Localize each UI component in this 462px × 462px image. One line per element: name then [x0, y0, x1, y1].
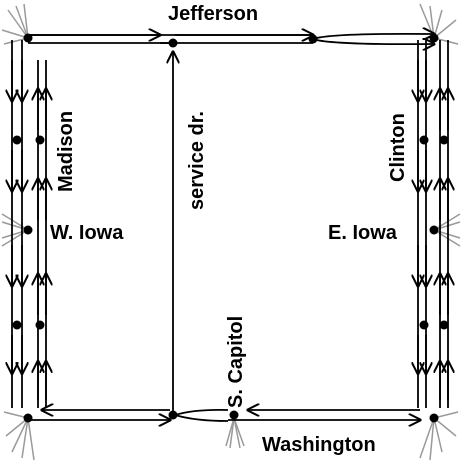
intersection-node [439, 135, 449, 145]
road-stub [433, 417, 443, 453]
intersection-node [429, 33, 439, 43]
road-stub [11, 417, 29, 453]
road-stub [433, 213, 461, 231]
intersection-nodes [12, 33, 449, 423]
intersection-node [23, 33, 33, 43]
road-stub [233, 417, 245, 447]
road-stub [21, 417, 29, 459]
jefferson-label: Jefferson [168, 3, 258, 25]
service-drive-label: service dr. [186, 111, 208, 210]
road-stub [5, 417, 29, 437]
intersection-node [229, 410, 239, 420]
madison-label: Madison [55, 111, 77, 192]
lane-direction-arrows [12, 60, 448, 400]
intersection-node [429, 225, 439, 235]
intersection-node [12, 135, 22, 145]
road-stub [229, 417, 235, 449]
road-stub [1, 229, 29, 239]
washington-street [28, 410, 420, 421]
intersection-node [12, 320, 22, 330]
jefferson-street [28, 34, 434, 44]
road-stub [27, 417, 35, 461]
w-iowa-label: W. Iowa [50, 222, 124, 244]
road-stub [433, 221, 461, 231]
e-iowa-label: E. Iowa [328, 222, 398, 244]
intersection-node [439, 320, 449, 330]
road-stub [15, 5, 29, 39]
clinton-label: Clinton [387, 113, 409, 182]
road-stub [433, 229, 461, 239]
road-stub [7, 9, 29, 39]
s-capitol-label: S. Capitol [225, 316, 247, 408]
road-stub [419, 417, 435, 459]
road-stub [1, 221, 29, 231]
intersection-node [23, 413, 33, 423]
intersection-node [168, 410, 178, 420]
road-stub [433, 229, 461, 247]
road-stub [433, 9, 443, 39]
road-stub [1, 229, 29, 247]
intersection-node [429, 413, 439, 423]
intersection-node [35, 135, 45, 145]
intersection-node [308, 34, 318, 44]
intersection-node [23, 225, 33, 235]
intersection-node [419, 320, 429, 330]
intersection-node [35, 320, 45, 330]
road-stub [23, 3, 29, 39]
road-stub [429, 417, 435, 461]
road-stub [1, 213, 29, 231]
washington-label: Washington [262, 434, 376, 456]
intersection-node [419, 135, 429, 145]
road-stub [1, 29, 29, 39]
intersection-node [168, 38, 178, 48]
road-stub [433, 417, 457, 437]
road-stub [433, 19, 457, 39]
